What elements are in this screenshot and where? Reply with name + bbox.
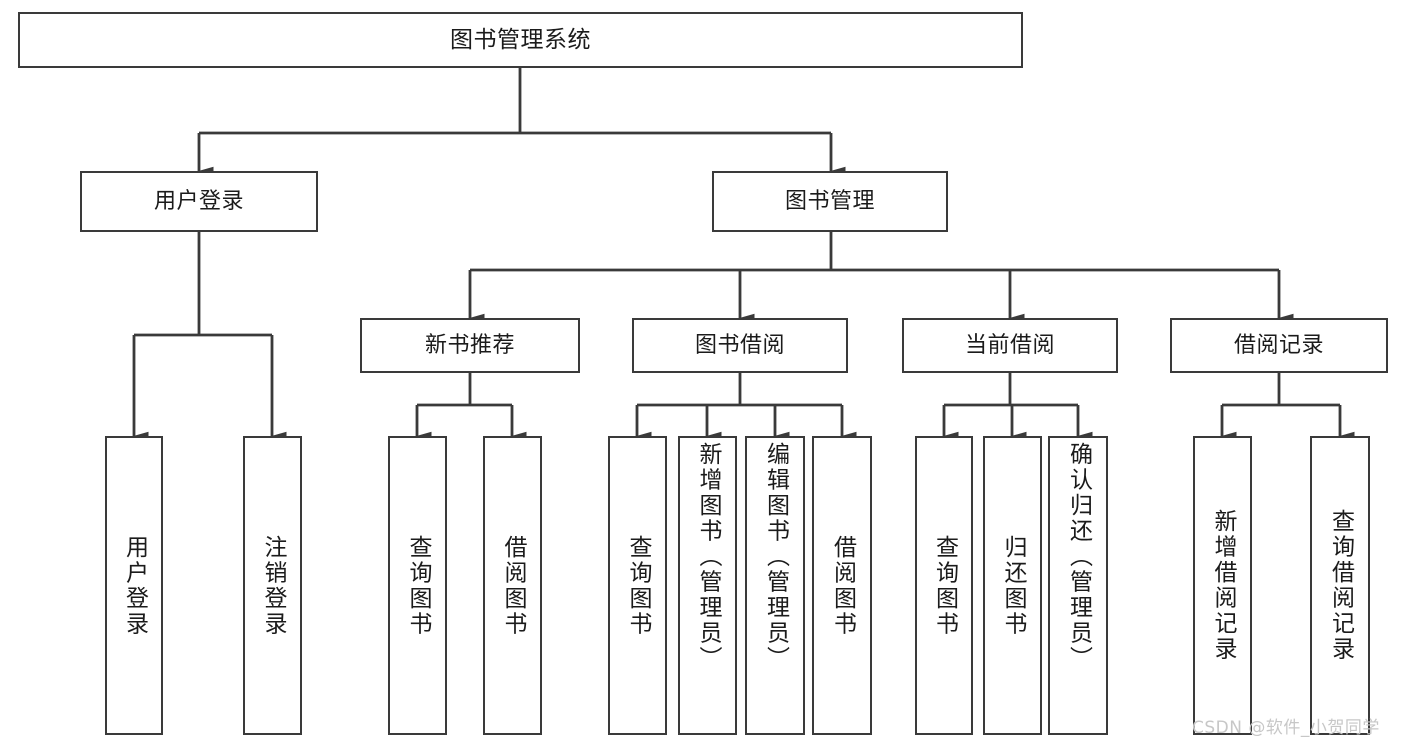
node-label: 查询图书 xyxy=(405,534,431,637)
node-label: 注销登录 xyxy=(260,534,286,637)
node-label: 图书管理系统 xyxy=(450,26,591,53)
leaf-add-borrow-record[interactable]: 新增借阅记录 xyxy=(1193,436,1252,735)
leaf-add-book[interactable]: 新增图书（管理员） xyxy=(678,436,737,735)
node-label: 新增借阅记录 xyxy=(1210,509,1236,662)
node-new-book-recommend[interactable]: 新书推荐 xyxy=(360,318,580,373)
leaf-edit-book[interactable]: 编辑图书（管理员） xyxy=(745,436,805,735)
node-label: 编辑图书（管理员） xyxy=(762,442,789,672)
node-label: 用户登录 xyxy=(153,188,244,214)
leaf-borrow-book-1[interactable]: 借阅图书 xyxy=(483,436,542,735)
csdn-watermark: CSDN @软件_小贺同学 xyxy=(1192,718,1380,738)
leaf-user-login[interactable]: 用户登录 xyxy=(105,436,163,735)
node-current-borrow[interactable]: 当前借阅 xyxy=(902,318,1118,373)
node-label: 归还图书 xyxy=(1000,534,1026,637)
node-label: 确认归还（管理员） xyxy=(1065,442,1092,672)
node-label: 查询图书 xyxy=(625,534,651,637)
node-root-system[interactable]: 图书管理系统 xyxy=(18,12,1023,68)
node-label: 查询借阅记录 xyxy=(1327,509,1354,662)
leaf-query-book-1[interactable]: 查询图书 xyxy=(388,436,447,735)
leaf-logout[interactable]: 注销登录 xyxy=(243,436,302,735)
node-label: 用户登录 xyxy=(121,534,148,637)
node-label: 图书管理 xyxy=(784,188,875,214)
node-label: 查询图书 xyxy=(931,534,958,637)
node-book-manage[interactable]: 图书管理 xyxy=(712,171,948,232)
node-user-login[interactable]: 用户登录 xyxy=(80,171,318,232)
leaf-query-book-3[interactable]: 查询图书 xyxy=(915,436,973,735)
leaf-return-book[interactable]: 归还图书 xyxy=(983,436,1042,735)
leaf-query-book-2[interactable]: 查询图书 xyxy=(608,436,667,735)
node-label: 新增图书（管理员） xyxy=(695,442,721,672)
node-label: 图书借阅 xyxy=(694,332,785,358)
leaf-query-borrow-record[interactable]: 查询借阅记录 xyxy=(1310,436,1370,735)
node-label: 当前借阅 xyxy=(964,332,1055,358)
node-label: 借阅图书 xyxy=(500,534,526,637)
leaf-borrow-book-2[interactable]: 借阅图书 xyxy=(812,436,872,735)
node-book-borrow[interactable]: 图书借阅 xyxy=(632,318,848,373)
node-label: 借阅记录 xyxy=(1233,332,1324,358)
node-label: 借阅图书 xyxy=(829,534,856,637)
node-label: 新书推荐 xyxy=(424,332,515,358)
leaf-confirm-return[interactable]: 确认归还（管理员） xyxy=(1048,436,1108,735)
node-borrow-record[interactable]: 借阅记录 xyxy=(1170,318,1388,373)
